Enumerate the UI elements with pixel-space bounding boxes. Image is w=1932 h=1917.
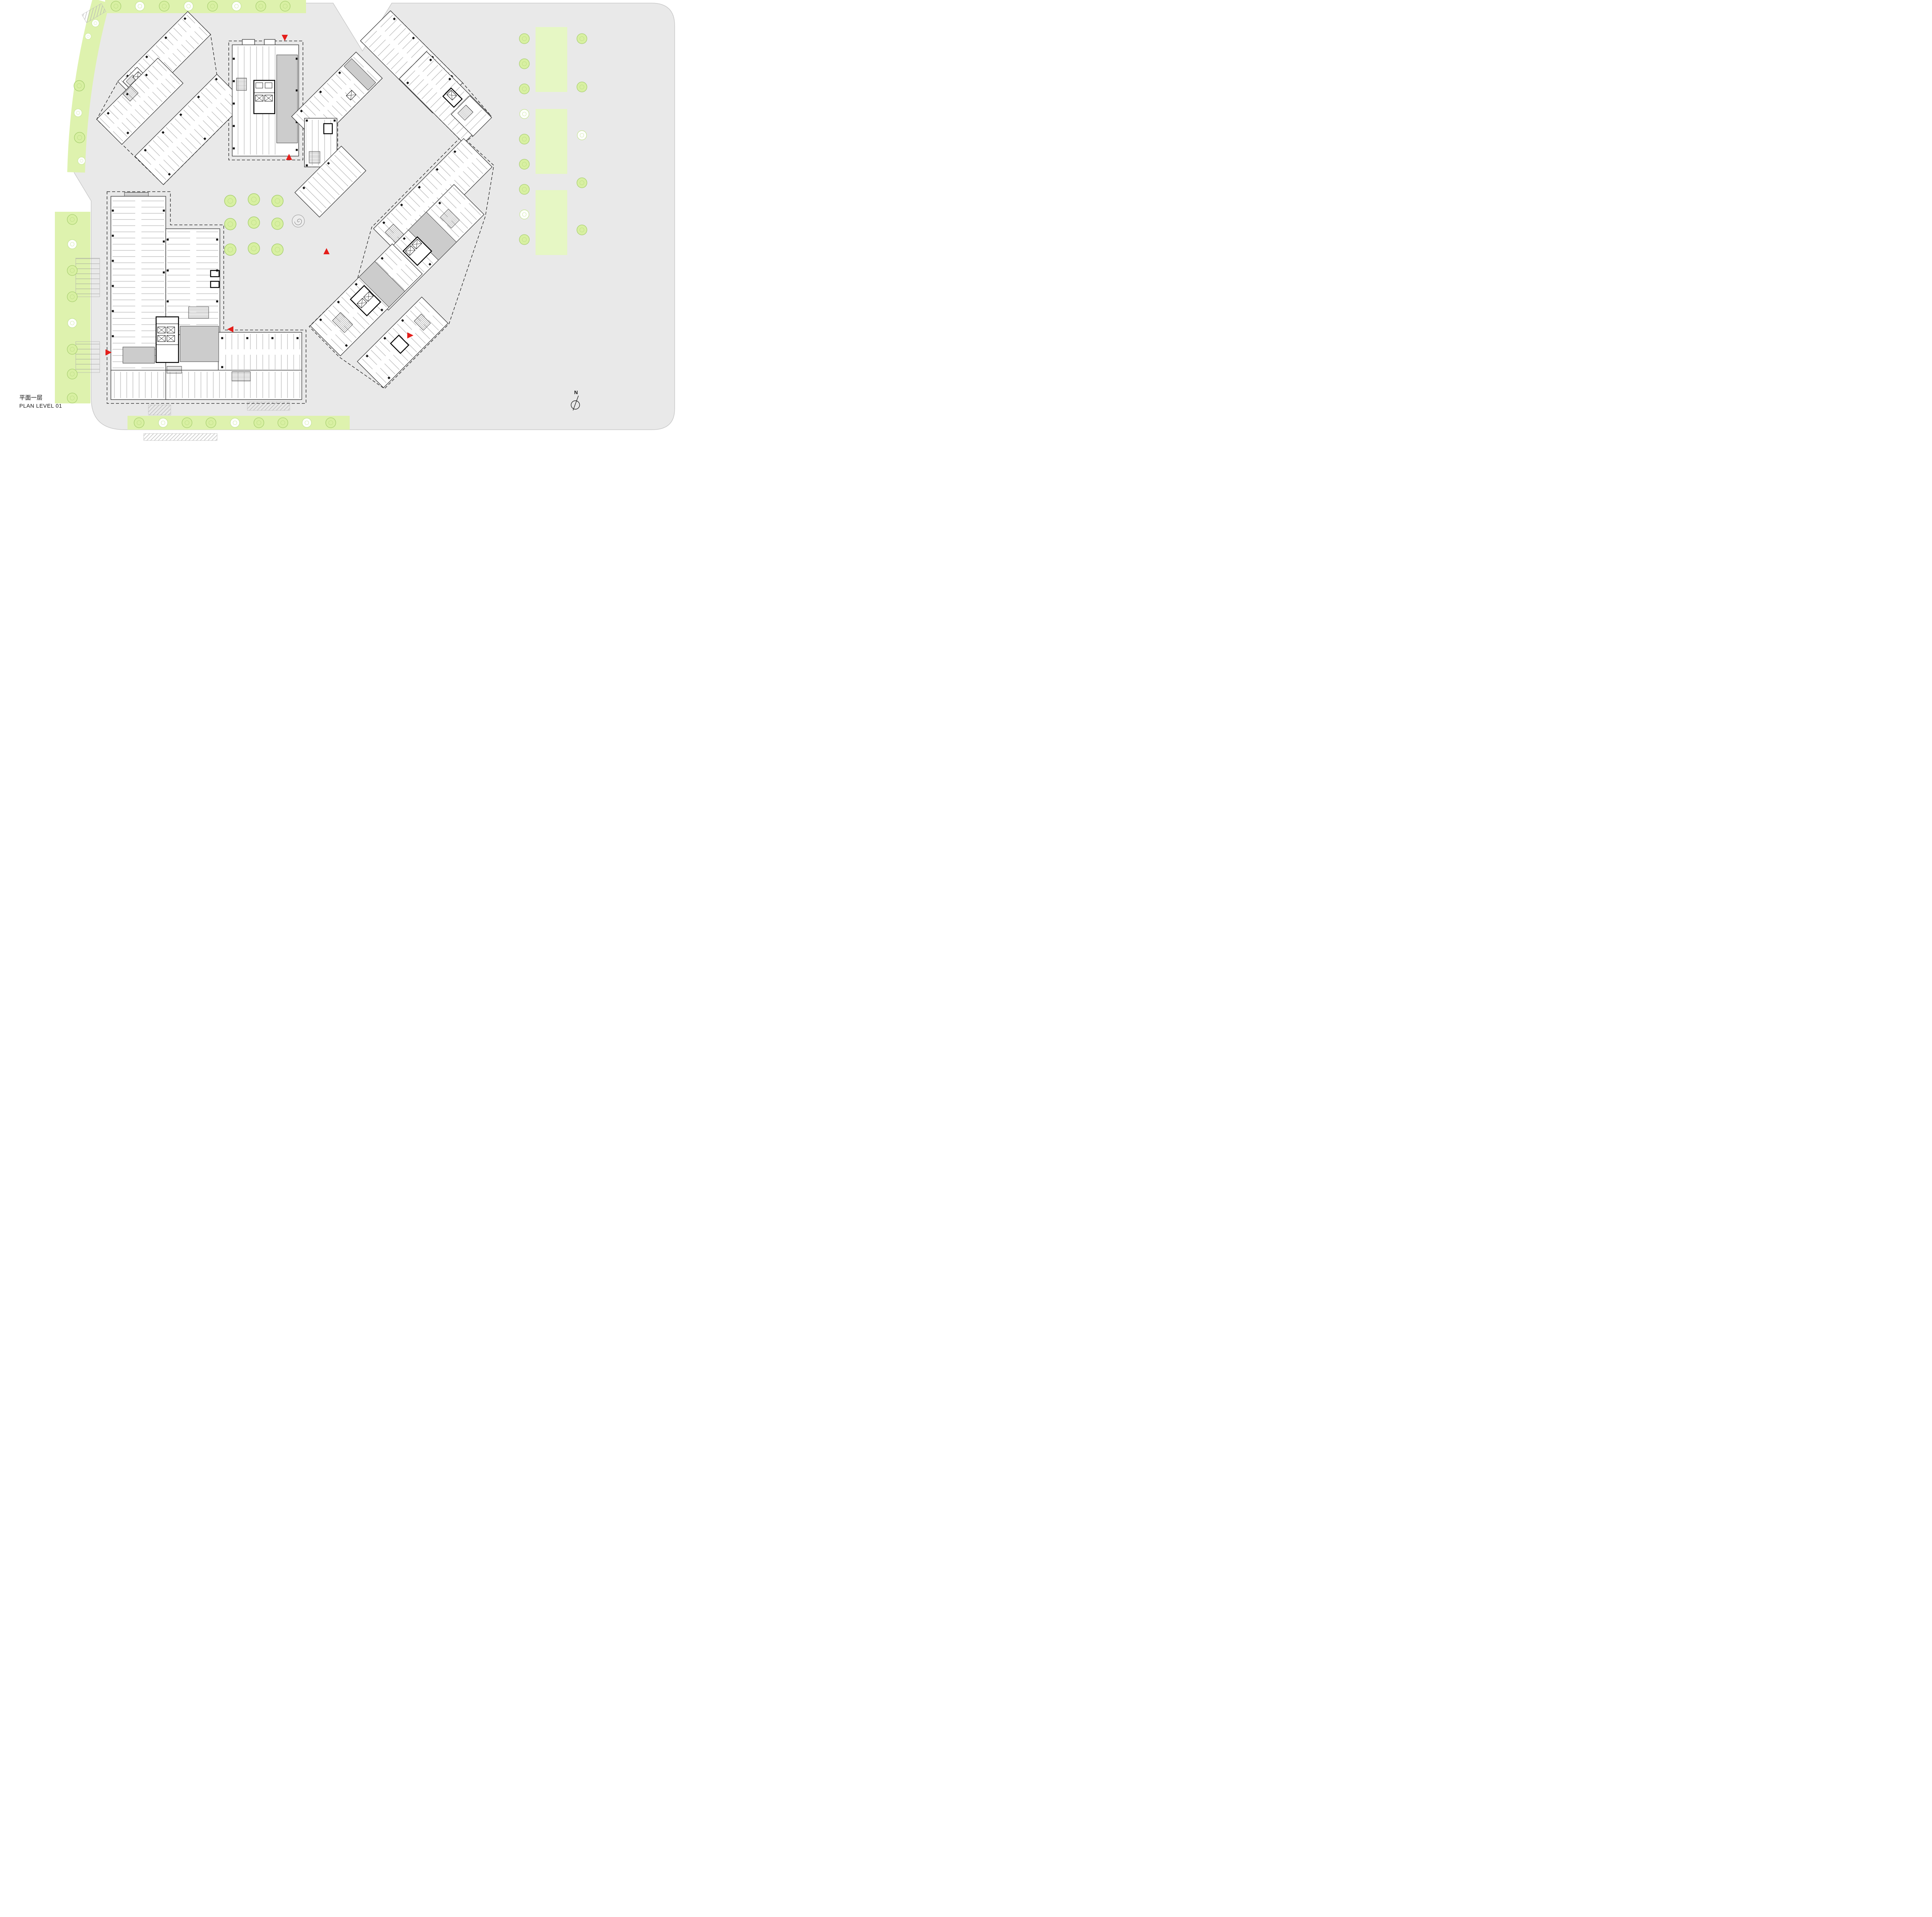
elevator-core-block: [390, 334, 410, 354]
unit-lines: [464, 108, 490, 134]
stair-run: [231, 371, 251, 381]
elevator-core: [167, 327, 175, 333]
dashed-boundary-east: [309, 136, 494, 389]
lawn-panel-1: [536, 27, 567, 92]
tree-icon: [271, 195, 284, 207]
north-needle: [573, 395, 579, 411]
corridor: [304, 65, 370, 130]
building-ne-stair-block: [451, 95, 492, 137]
parking-stalls-2: [75, 341, 100, 373]
tree-icon: [248, 242, 260, 255]
north-label: N: [574, 390, 578, 395]
crosswalk-bottom-2: [247, 401, 290, 411]
elevator-core: [157, 335, 166, 342]
elevator-core: [157, 327, 166, 333]
stair-run: [167, 366, 182, 374]
stair-run: [457, 105, 473, 121]
crosswalk-top-left: [82, 3, 106, 23]
gray-core: [344, 58, 376, 91]
dashed-boundary-sw: [107, 191, 306, 404]
crosswalk-bottom-3: [143, 433, 218, 441]
dashed-boundary-ne: [360, 10, 492, 144]
spiral-feature: [292, 214, 305, 228]
site-plan-canvas: N: [55, 0, 675, 441]
plan-title-block: 平面一层 PLAN LEVEL 01: [19, 393, 62, 409]
tree-icon: [224, 243, 236, 256]
entrance-marker-right: [105, 349, 112, 356]
stair-run: [122, 85, 139, 102]
north-circle: [571, 400, 580, 410]
elevator-core-block: [323, 123, 333, 134]
parking-stalls-1: [75, 258, 100, 297]
north-arrow: N: [571, 390, 580, 411]
stair-run: [236, 78, 247, 91]
corridor: [135, 198, 141, 369]
gray-core: [122, 347, 155, 364]
stair-run: [440, 209, 460, 229]
site-plan-sheet: N 平面一层 PLAN LEVEL 01: [0, 0, 678, 479]
gray-core: [276, 54, 298, 143]
building-east-slab-3: [310, 243, 423, 356]
crosswalk-bottom-1: [148, 405, 171, 415]
courtyard-trees: [224, 193, 284, 256]
tree-column-right-inner: [519, 33, 530, 245]
corridor: [148, 87, 232, 172]
stair-run: [309, 151, 320, 163]
entrance-markers: [105, 35, 413, 356]
utility-box: [210, 270, 220, 277]
stair-run: [413, 313, 431, 331]
corridor: [387, 152, 479, 244]
building-nw-slab-c: [134, 74, 246, 185]
tree-icon: [271, 243, 284, 256]
elevator-core-block: [350, 285, 381, 316]
building-top-mid: [232, 39, 299, 156]
lawn-panel-2: [536, 109, 567, 174]
entrance-marker-up: [286, 154, 292, 160]
lawn-panel-3: [536, 190, 567, 255]
building-east-slab-0: [294, 146, 366, 218]
unit-lines: [112, 372, 167, 398]
unit-lines: [297, 148, 364, 215]
entrance-marker-left: [227, 326, 233, 332]
tree-icon: [248, 216, 260, 229]
plan-title-zh: 平面一层: [19, 395, 43, 401]
tree-row-bottom: [134, 417, 336, 428]
entrance-marker-right: [407, 332, 413, 338]
corridor: [220, 349, 300, 355]
entrance-marker-up: [323, 248, 330, 254]
plan-title-en: PLAN LEVEL 01: [19, 403, 62, 409]
tree-icon: [224, 195, 236, 207]
tree-icon: [271, 218, 284, 230]
stair-run: [188, 306, 209, 319]
building-east-slab-4: [357, 296, 449, 388]
elevator-core: [167, 335, 175, 342]
tree-icon: [248, 193, 260, 206]
corridor: [109, 70, 171, 133]
elevator-core: [264, 95, 273, 102]
entrance-marker-down: [282, 35, 288, 41]
building-nw-slab-b: [96, 58, 184, 145]
elevator-core: [255, 95, 264, 102]
tree-icon: [224, 218, 236, 230]
stair-run: [332, 312, 353, 333]
gray-core: [180, 326, 219, 362]
building-sw-cluster: [111, 192, 302, 400]
gray-core: [359, 261, 405, 308]
elevator-core-block: [402, 236, 432, 266]
utility-box: [210, 281, 220, 288]
